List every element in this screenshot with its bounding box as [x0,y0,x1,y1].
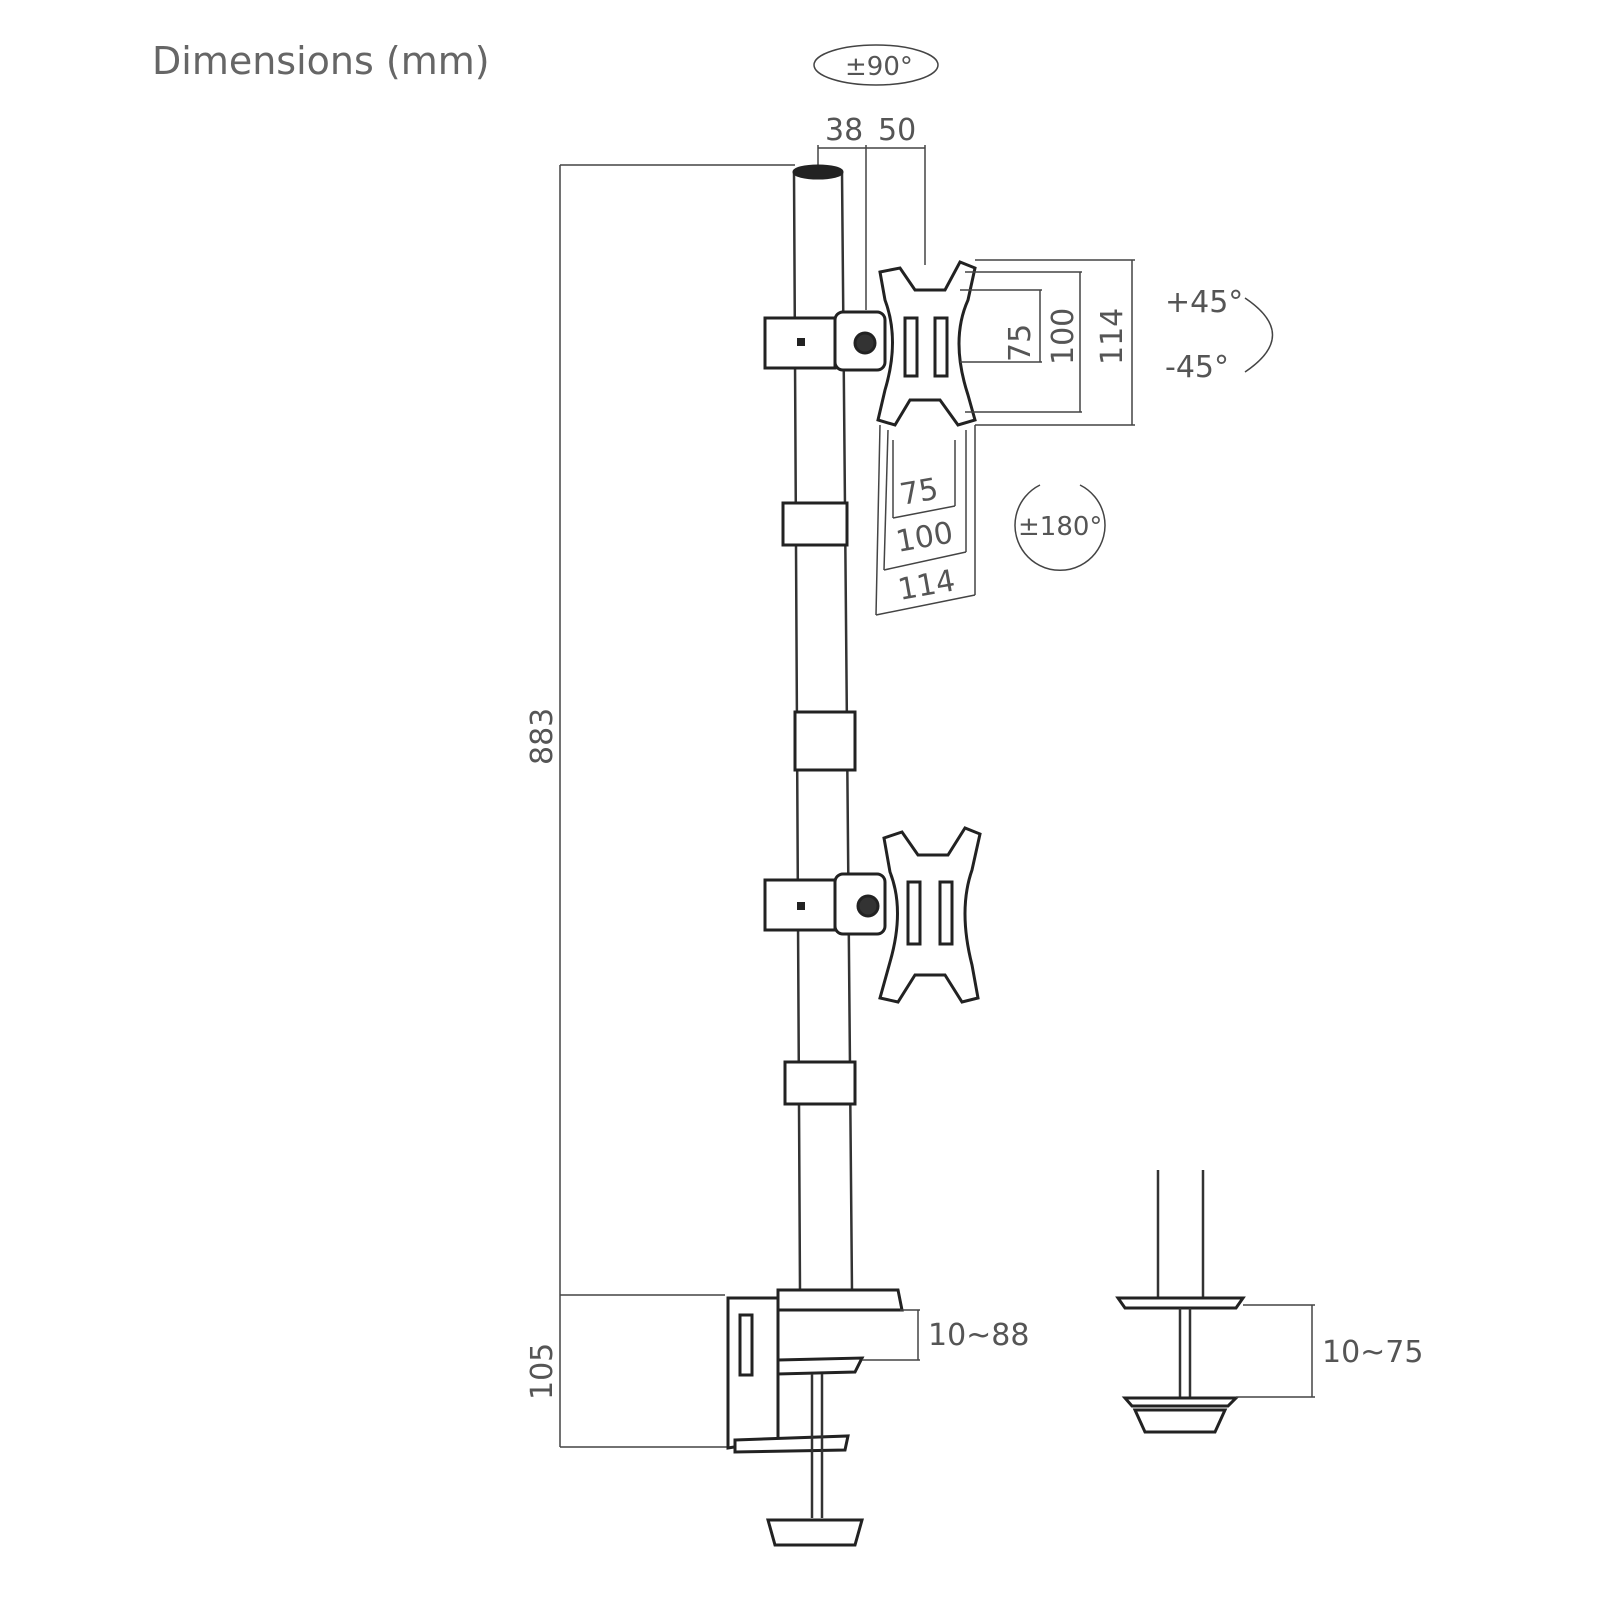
grommet-knob [1132,1408,1228,1434]
dim-plate-114-h: 114 [895,563,957,607]
dim-883: 883 [525,708,560,765]
clamp-knob [766,1518,864,1547]
upper-monitor-bracket [763,260,977,427]
swivel-indicator: ±90° [813,44,939,86]
dim-grommet-range: 10~75 [1322,1335,1423,1370]
vesa-vertical-dimensions: 75 100 114 [960,259,1135,426]
dim-vesa-100-v: 100 [1046,308,1081,365]
desk-clamp: 10~88 [726,1288,1029,1547]
dim-50: 50 [878,113,916,148]
lower-monitor-bracket [763,826,982,1004]
dim-vesa-75-h: 75 [897,472,941,513]
tilt-indicator: +45° -45° [1165,285,1274,385]
tilt-up-label: +45° [1165,285,1243,320]
grommet-mount: 10~75 [1115,1170,1423,1434]
pole-joint [793,710,857,772]
dim-38: 38 [825,113,863,148]
dim-105: 105 [525,1343,560,1400]
swivel-label: ±90° [845,52,913,82]
tilt-down-label: -45° [1165,350,1229,385]
dim-vesa-100-h: 100 [893,515,955,559]
rotation-label: ±180° [1018,512,1102,542]
dim-plate-114-v: 114 [1095,308,1130,365]
vesa-horizontal-dimensions: 75 100 114 [875,424,976,616]
height-dimension: 883 105 [525,164,795,1448]
dim-clamp-range: 10~88 [928,1318,1029,1353]
cable-clip-lower [783,1060,857,1106]
top-offset-dimensions: 38 50 [817,113,926,310]
rotation-indicator: ±180° [1014,484,1106,572]
diagram-title: Dimensions (mm) [152,39,490,83]
cable-clip-upper [781,501,849,547]
dim-vesa-75-v: 75 [1003,324,1038,362]
